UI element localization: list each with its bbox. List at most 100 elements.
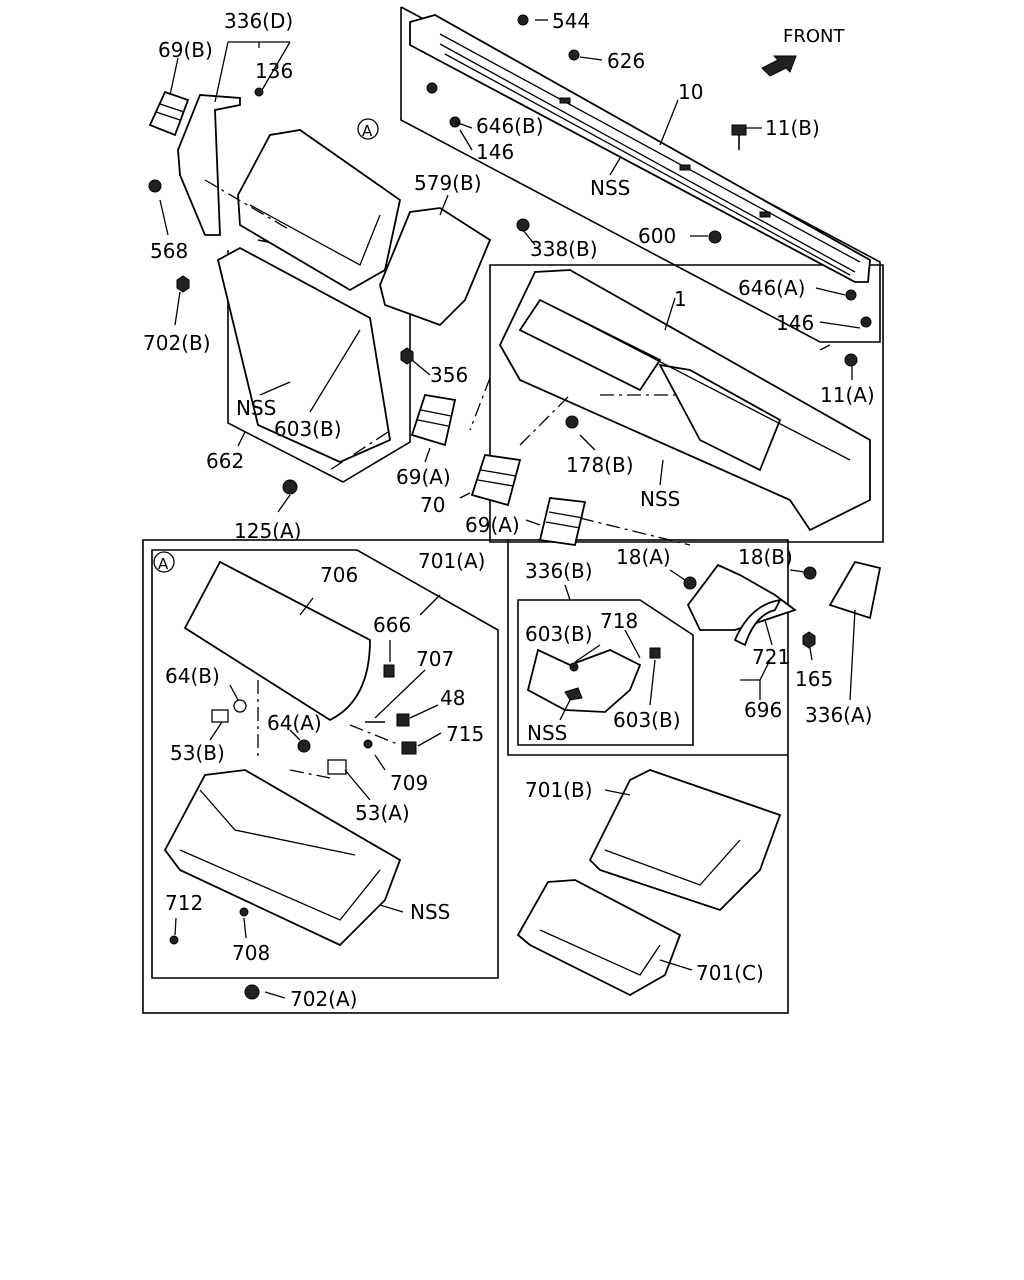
label-nss-336B: NSS bbox=[527, 721, 567, 745]
upper-cover-panel-10 bbox=[409, 14, 871, 283]
callout-A-circle bbox=[153, 551, 175, 573]
screw-icon bbox=[517, 14, 529, 26]
label-178B: 178(B) bbox=[566, 453, 634, 477]
label-701B: 701(B) bbox=[525, 778, 593, 802]
frame-upper-cover bbox=[400, 6, 881, 343]
trim-696 bbox=[686, 563, 797, 631]
front-arrow-icon bbox=[761, 55, 797, 77]
label-706: 706 bbox=[320, 563, 358, 587]
clip-icon bbox=[244, 984, 260, 1000]
label-708: 708 bbox=[232, 941, 270, 965]
label-603B-662: 603(B) bbox=[274, 417, 342, 441]
label-336A: 336(A) bbox=[805, 703, 872, 727]
cover-336A bbox=[828, 560, 882, 620]
front-label: FRONT bbox=[783, 26, 845, 47]
label-707: 707 bbox=[416, 647, 454, 671]
bolt-icon bbox=[803, 566, 817, 580]
bolt-icon bbox=[844, 353, 858, 367]
screw-icon bbox=[239, 907, 249, 917]
label-53B: 53(B) bbox=[170, 741, 225, 765]
nut-icon bbox=[396, 713, 410, 727]
bracket-icon bbox=[327, 759, 347, 775]
frame-lower-section bbox=[142, 539, 789, 1014]
cover-336B bbox=[526, 648, 642, 713]
glove-box-housing-701A bbox=[163, 769, 402, 947]
glove-box-701C bbox=[516, 879, 682, 997]
clip-icon bbox=[282, 479, 298, 495]
label-709: 709 bbox=[390, 771, 428, 795]
label-A-detail: A bbox=[158, 555, 169, 573]
glove-box-701B bbox=[588, 769, 782, 912]
clip-icon bbox=[426, 82, 438, 94]
pin-icon bbox=[363, 739, 373, 749]
glove-box-lid-706 bbox=[183, 560, 371, 722]
label-702B: 702(B) bbox=[143, 331, 211, 355]
label-1: 1 bbox=[674, 287, 687, 311]
label-696: 696 bbox=[744, 698, 782, 722]
label-69A-right: 69(A) bbox=[465, 513, 520, 537]
panel-662 bbox=[216, 246, 392, 463]
clip-icon bbox=[649, 647, 661, 659]
label-626: 626 bbox=[607, 49, 645, 73]
label-336D: 336(D) bbox=[224, 9, 293, 33]
label-64A: 64(A) bbox=[267, 711, 322, 735]
label-146a: 146 bbox=[476, 140, 514, 164]
callout-labels: 336(D) 69(B) 136 544 626 10 646(B) 146 1… bbox=[143, 9, 875, 1011]
label-18A: 18(A) bbox=[616, 545, 671, 569]
screw-icon bbox=[297, 739, 311, 753]
label-48: 48 bbox=[440, 686, 465, 710]
label-146b: 146 bbox=[776, 311, 814, 335]
label-603B-336B-bottom: 603(B) bbox=[613, 708, 681, 732]
latch-icon bbox=[401, 741, 417, 755]
callout-A-circle bbox=[357, 118, 379, 140]
label-53A: 53(A) bbox=[355, 801, 410, 825]
vent-70 bbox=[470, 454, 522, 507]
label-603B-336B-top: 603(B) bbox=[525, 622, 593, 646]
nut-icon bbox=[176, 275, 190, 293]
washer-icon bbox=[233, 699, 247, 713]
label-662: 662 bbox=[206, 449, 244, 473]
duct-579B bbox=[379, 207, 492, 327]
label-701A: 701(A) bbox=[418, 549, 485, 573]
nut-icon bbox=[802, 631, 816, 649]
label-646B: 646(B) bbox=[476, 114, 544, 138]
label-356: 356 bbox=[430, 363, 468, 387]
clip-icon bbox=[845, 289, 857, 301]
label-646A: 646(A) bbox=[738, 276, 805, 300]
label-nss-662: NSS bbox=[236, 396, 276, 420]
label-666: 666 bbox=[373, 613, 411, 637]
screw-icon bbox=[254, 87, 264, 97]
label-nss-upper: NSS bbox=[590, 176, 630, 200]
label-544: 544 bbox=[552, 9, 590, 33]
vent-69A-right bbox=[538, 497, 587, 547]
side-trim-336D bbox=[177, 94, 241, 236]
label-11B: 11(B) bbox=[765, 116, 820, 140]
clip-icon bbox=[565, 415, 579, 429]
trim-721 bbox=[733, 598, 782, 647]
label-69A-left: 69(A) bbox=[396, 465, 451, 489]
label-70: 70 bbox=[420, 493, 445, 517]
screw-icon bbox=[568, 49, 580, 61]
label-721: 721 bbox=[752, 645, 790, 669]
nut-icon bbox=[400, 347, 414, 365]
label-715: 715 bbox=[446, 722, 484, 746]
label-18B: 18(B) bbox=[738, 545, 793, 569]
label-702A: 702(A) bbox=[290, 987, 357, 1011]
label-600: 600 bbox=[638, 224, 676, 248]
bolt-icon bbox=[683, 576, 697, 590]
leader-lines bbox=[159, 19, 861, 999]
label-568: 568 bbox=[150, 239, 188, 263]
screw-icon bbox=[516, 218, 530, 232]
bolt-icon bbox=[731, 124, 747, 150]
frame-336B bbox=[517, 599, 694, 746]
frame-A-detail bbox=[151, 549, 499, 979]
label-165: 165 bbox=[795, 667, 833, 691]
clip-icon bbox=[569, 662, 579, 672]
label-336B: 336(B) bbox=[525, 559, 593, 583]
glove-box-housing-A bbox=[237, 129, 402, 292]
label-11A: 11(A) bbox=[820, 383, 875, 407]
clip-icon bbox=[383, 664, 395, 678]
label-718: 718 bbox=[600, 609, 638, 633]
label-A-upper: A bbox=[362, 122, 373, 140]
label-64B: 64(B) bbox=[165, 664, 220, 688]
